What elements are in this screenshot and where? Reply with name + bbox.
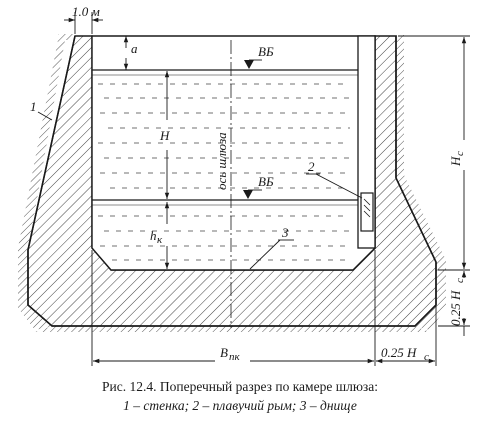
upper-water-level bbox=[92, 69, 358, 189]
ground-hatching-left bbox=[18, 40, 65, 330]
top-width-dimension bbox=[64, 12, 103, 34]
floating-bollard bbox=[360, 192, 374, 232]
svg-text:H: H bbox=[448, 156, 463, 167]
ground-hatching-right bbox=[392, 35, 446, 330]
depth-label: h к bbox=[150, 228, 163, 246]
lock-axis-label: ось шлюза bbox=[214, 132, 229, 190]
wall-height-quarter-label: 0.25 H c bbox=[448, 278, 466, 326]
callout-2-leader bbox=[315, 173, 363, 199]
callout-2-label: 2 bbox=[308, 159, 315, 174]
svg-text:пк: пк bbox=[229, 351, 241, 363]
chamber-interior bbox=[91, 35, 376, 271]
ground-hatching-left-top bbox=[58, 34, 75, 40]
svg-text:B: B bbox=[220, 345, 228, 360]
freeboard-label: a bbox=[131, 41, 138, 56]
callout-3-leader bbox=[249, 239, 281, 270]
wall-outer-contour bbox=[27, 35, 437, 327]
svg-text:c: c bbox=[454, 151, 466, 156]
figure-caption-legend: 1 – стенка; 2 – плавучий рым; 3 – днище bbox=[123, 398, 357, 413]
callout-1-leader bbox=[37, 111, 53, 121]
svg-text:0.25 H: 0.25 H bbox=[448, 290, 463, 326]
svg-text:c: c bbox=[424, 351, 429, 363]
chamber-width-label: B пк bbox=[220, 345, 241, 363]
callout-1-label: 1 bbox=[30, 99, 37, 114]
lock-chamber-cross-section: 1.0 м a ВБ ВБ H ось шлюза h к B пк H c 0… bbox=[18, 4, 470, 366]
bottom-quarter-label: 0.25 H c bbox=[381, 345, 429, 363]
svg-text:h: h bbox=[150, 228, 157, 243]
upper-water-level-label: ВБ bbox=[258, 44, 274, 59]
top-width-label: 1.0 м bbox=[72, 4, 100, 19]
water-head-label: H bbox=[159, 128, 170, 143]
upper-water-level-marker bbox=[244, 60, 254, 69]
chamber-width-dimension bbox=[91, 250, 437, 366]
svg-text:0.25 H: 0.25 H bbox=[381, 345, 417, 360]
figure-caption-title: Рис. 12.4. Поперечный разрез по камере ш… bbox=[102, 379, 378, 394]
wall-height-dimension bbox=[398, 35, 470, 336]
ground-hatching-bottom bbox=[35, 326, 430, 332]
lower-water-level-marker bbox=[243, 190, 253, 199]
lower-water-level bbox=[92, 199, 358, 261]
wall-height-label: H c bbox=[448, 151, 466, 167]
lower-water-level-label: ВБ bbox=[258, 174, 274, 189]
callout-3-label: 3 bbox=[281, 225, 289, 240]
svg-text:к: к bbox=[157, 234, 163, 246]
svg-text:c: c bbox=[454, 278, 466, 283]
